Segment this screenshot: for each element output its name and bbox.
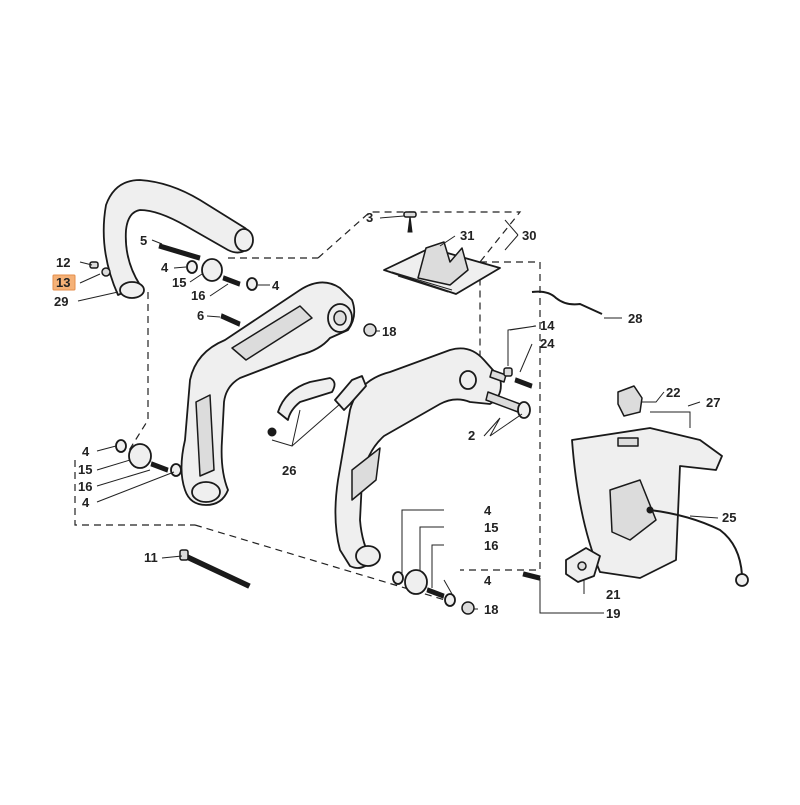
cable-assembly	[646, 506, 749, 587]
av-stack-lower-right	[392, 569, 456, 607]
av-stack-upper	[186, 258, 258, 291]
label-16: 16	[78, 479, 92, 494]
label-21: 21	[606, 587, 620, 602]
label-2: 2	[468, 428, 475, 443]
label-16: 16	[191, 288, 205, 303]
label-24: 24	[540, 336, 555, 351]
leader-lines	[77, 215, 719, 614]
label-4: 4	[82, 444, 90, 459]
label-4: 4	[484, 573, 492, 588]
label-4: 4	[82, 495, 90, 510]
clip-part	[617, 385, 643, 417]
assembly-outline-right	[194, 211, 541, 601]
label-16: 16	[484, 538, 498, 553]
bolts-14-24	[503, 367, 533, 389]
label-26: 26	[282, 463, 296, 478]
mounting-pins	[485, 369, 531, 419]
callout-labels: 2 3 4 4 4 4 4 4 5 6 11 12 13 14 15 15 15…	[54, 210, 736, 621]
label-4: 4	[272, 278, 280, 293]
label-11: 11	[144, 550, 158, 565]
spring-wire	[531, 290, 603, 315]
label-6: 6	[197, 308, 204, 323]
fasteners	[89, 211, 541, 615]
label-27: 27	[706, 395, 720, 410]
label-4: 4	[484, 503, 492, 518]
assembly-outline-left	[74, 257, 318, 526]
highlight-box-13	[52, 274, 76, 291]
label-15: 15	[172, 275, 186, 290]
label-29: 29	[54, 294, 68, 309]
chain-guard-housing	[571, 427, 723, 579]
label-15: 15	[484, 520, 498, 535]
label-30: 30	[522, 228, 536, 243]
label-12: 12	[56, 255, 70, 270]
front-handle-bracket	[180, 281, 356, 506]
small-bracket	[565, 547, 601, 583]
rear-handle-frame	[334, 347, 502, 569]
label-31: 31	[460, 228, 474, 243]
long-bolt	[179, 549, 251, 589]
label-14: 14	[540, 318, 555, 333]
label-13: 13	[56, 275, 70, 290]
label-28: 28	[628, 311, 642, 326]
label-18: 18	[484, 602, 498, 617]
label-25: 25	[722, 510, 736, 525]
lever-assembly	[267, 375, 367, 437]
label-5: 5	[140, 233, 147, 248]
label-22: 22	[666, 385, 680, 400]
label-4: 4	[161, 260, 169, 275]
handlebar-tube	[102, 179, 254, 299]
label-15: 15	[78, 462, 92, 477]
label-19: 19	[606, 606, 620, 621]
label-3: 3	[366, 210, 373, 225]
top-cover-plate	[383, 241, 501, 295]
label-18: 18	[382, 324, 396, 339]
